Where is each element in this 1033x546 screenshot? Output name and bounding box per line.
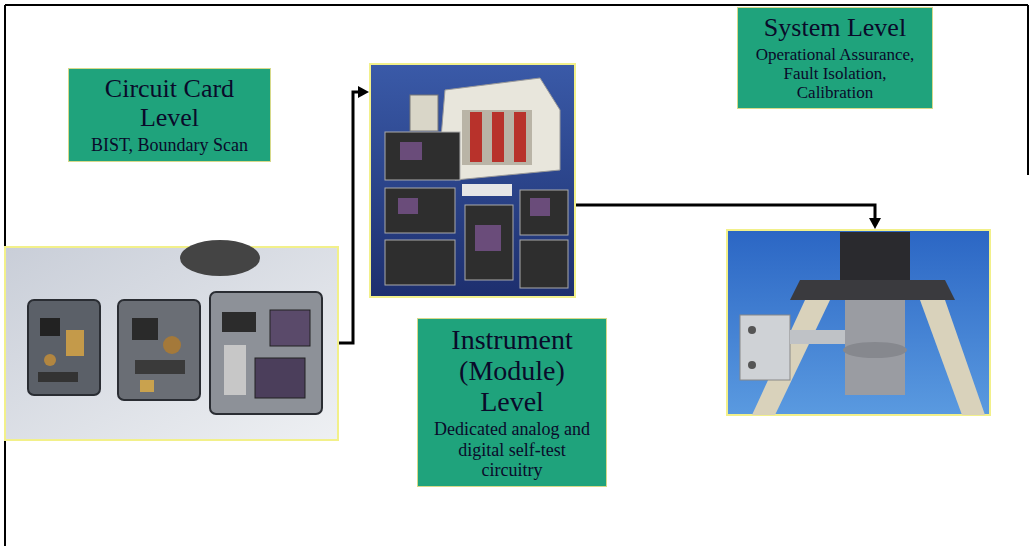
instrument-module-photo: [370, 64, 575, 297]
level-description: BIST, Boundary Scan: [91, 135, 248, 155]
level-title: Circuit Card Level: [77, 75, 262, 132]
level-title: Instrument (Module) Level: [426, 325, 598, 417]
level-description: Operational Assurance, Fault Isolation, …: [746, 45, 924, 102]
circuit-card-photo: [5, 240, 338, 440]
frame: [5, 5, 1028, 546]
system-box: System LevelOperational Assurance, Fault…: [737, 7, 933, 109]
flow-arrow: [339, 92, 875, 343]
level-title: System Level: [764, 14, 906, 43]
level-description: Dedicated analog and digital self-test c…: [426, 419, 598, 479]
system-photo: [727, 230, 990, 415]
circuit-card-box: Circuit Card LevelBIST, Boundary Scan: [68, 68, 271, 162]
instrument-box: Instrument (Module) LevelDedicated analo…: [417, 318, 607, 487]
